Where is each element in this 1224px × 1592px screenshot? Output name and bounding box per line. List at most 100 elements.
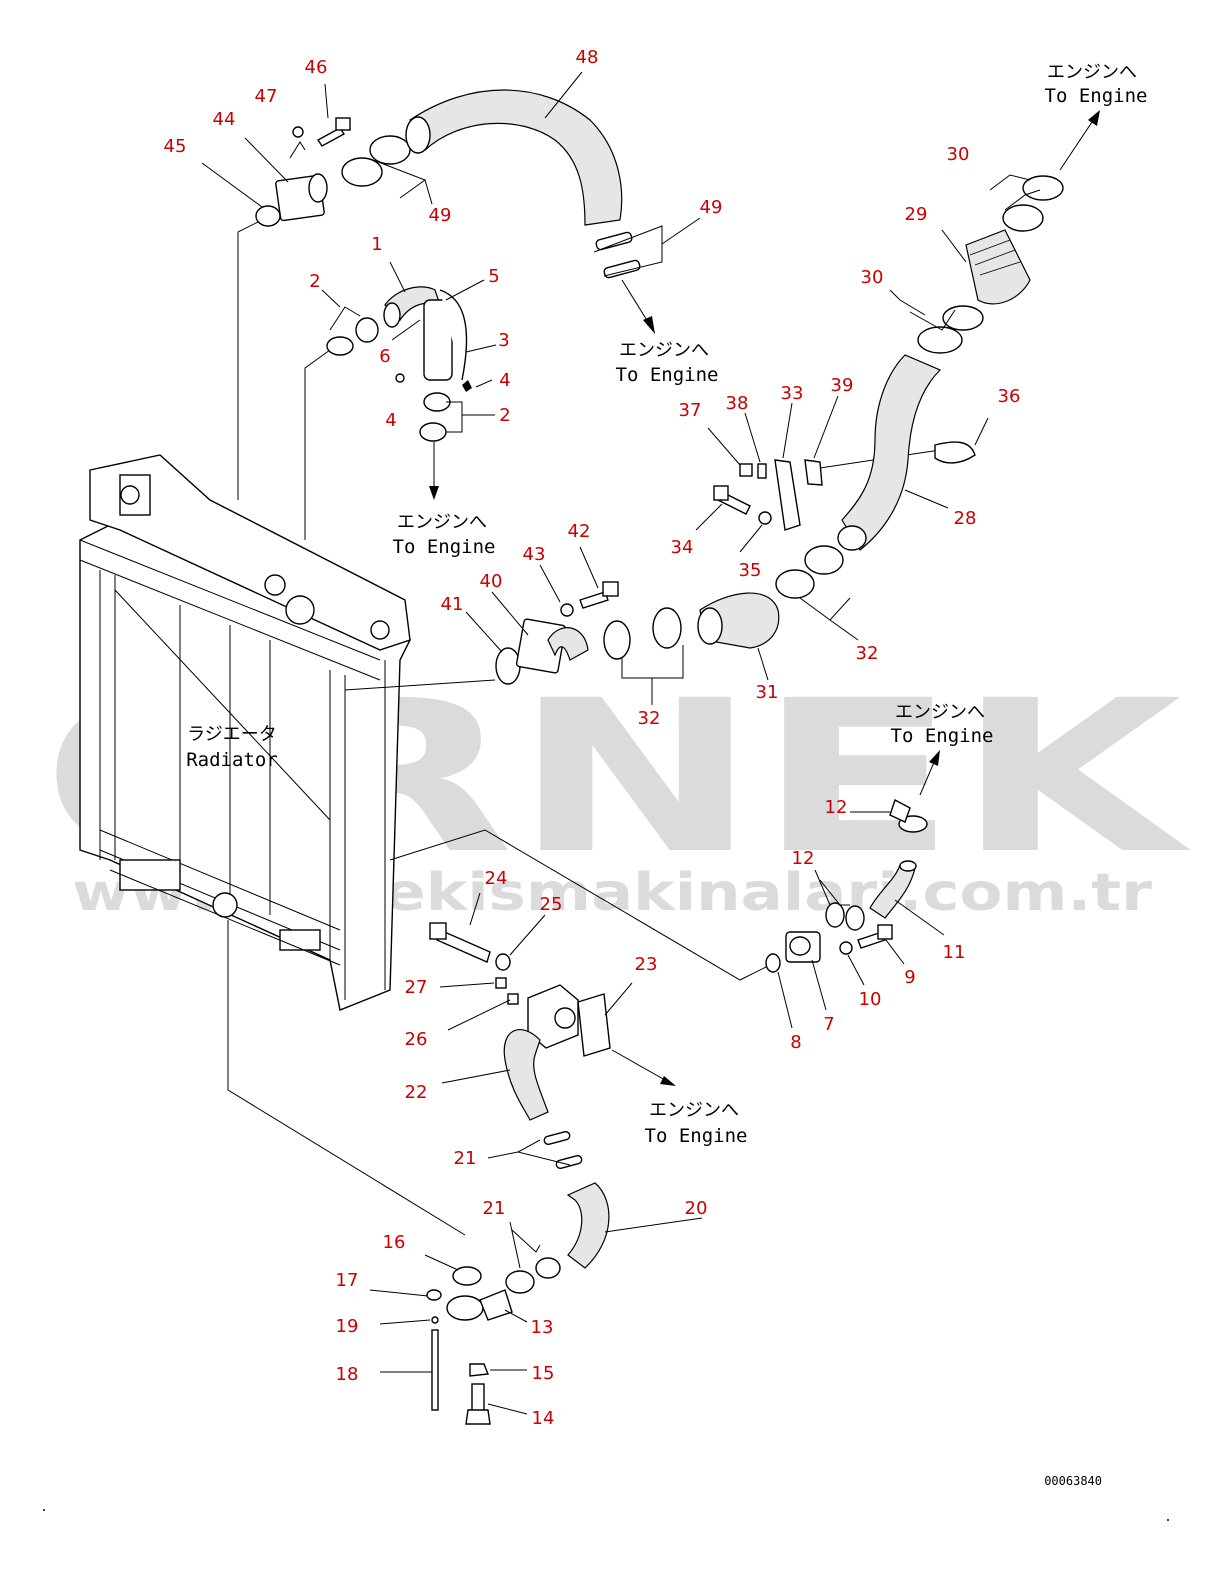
- part-22-pipe: [503, 1029, 549, 1121]
- to-engine-en: To Engine: [393, 536, 496, 558]
- part-32-clamp-a: [603, 620, 631, 660]
- to-engine-center: エンジンへ To Engine: [616, 340, 719, 386]
- callout-2: 2: [309, 271, 320, 292]
- callout-19: 19: [336, 1316, 359, 1337]
- to-engine-bottom: エンジンへ To Engine: [645, 1100, 748, 1147]
- callout-2: 2: [499, 405, 510, 426]
- leader-radiator-41: [344, 679, 496, 691]
- part-14-bolt: [471, 1383, 485, 1413]
- callout-30: 30: [947, 144, 970, 165]
- corner-dot: [43, 1509, 45, 1511]
- leader-radiator-16: [227, 920, 466, 1236]
- callout-29: 29: [905, 204, 928, 225]
- center-hose-group: [495, 545, 844, 685]
- part-21-clamp-a: [543, 1130, 571, 1146]
- part-49-clamp-a: [341, 157, 383, 187]
- callout-21: 21: [454, 1148, 477, 1169]
- part-33-bracket: [774, 459, 801, 531]
- part-48-hose: [409, 89, 623, 226]
- callout-13: 13: [531, 1317, 554, 1338]
- part-20-hose: [566, 1182, 610, 1269]
- part-21-clamp-b: [555, 1154, 583, 1170]
- radiator-label-jp: ラジエータ: [187, 724, 277, 745]
- to-engine-top-right: エンジンへ To Engine: [1045, 62, 1148, 107]
- part-27-plug: [495, 977, 507, 989]
- part-40-elbow: [547, 627, 589, 661]
- callout-23: 23: [635, 954, 658, 975]
- callout-48: 48: [576, 47, 599, 68]
- part-2-clamp-a: [326, 336, 354, 356]
- callout-46: 46: [305, 57, 328, 78]
- part-12-clamp-b: [825, 902, 845, 928]
- part-2-clamp-d: [419, 422, 447, 442]
- callout-39: 39: [831, 375, 854, 396]
- part-49-clamp-c: [595, 231, 633, 251]
- callout-9: 9: [904, 967, 915, 988]
- radiator-label-en: Radiator: [186, 749, 278, 771]
- callout-27: 27: [405, 977, 428, 998]
- to-engine-jp: エンジンへ: [895, 702, 985, 723]
- part-32-clamp-c: [775, 569, 815, 599]
- callout-21: 21: [483, 1198, 506, 1219]
- part-3-wire: [439, 289, 468, 381]
- callout-15: 15: [532, 1363, 555, 1384]
- to-engine-jp: エンジンへ: [397, 512, 487, 533]
- part-39-clip: [804, 459, 823, 486]
- callout-30: 30: [861, 267, 884, 288]
- callout-3: 3: [498, 330, 509, 351]
- to-engine-jp: エンジンへ: [1047, 62, 1137, 83]
- callout-49: 49: [429, 205, 452, 226]
- part-21-clamp-c: [505, 1270, 535, 1294]
- part-3-tube: [423, 299, 453, 381]
- callout-34: 34: [671, 537, 694, 558]
- callout-41: 41: [441, 594, 464, 615]
- part-43-washer: [560, 603, 574, 617]
- corner-dot: [1167, 1519, 1169, 1521]
- part-8-oring: [765, 953, 781, 973]
- upper-outlet-group: [255, 89, 641, 279]
- part-38-spacer: [757, 463, 767, 479]
- to-engine-en: To Engine: [645, 1125, 748, 1147]
- callout-47: 47: [255, 86, 278, 107]
- callout-43: 43: [523, 544, 546, 565]
- callout-33: 33: [781, 383, 804, 404]
- part-41-oring: [495, 647, 521, 685]
- part-26-plug: [507, 993, 519, 1005]
- part-30-clamp-d: [1022, 175, 1064, 201]
- callout-1: 1: [371, 234, 382, 255]
- part-32-clamp-d: [804, 545, 844, 575]
- callout-44: 44: [213, 109, 236, 130]
- callout-20: 20: [685, 1198, 708, 1219]
- callout-49: 49: [700, 197, 723, 218]
- part-45-oring: [255, 205, 281, 227]
- callout-7: 7: [823, 1014, 834, 1035]
- callout-45: 45: [164, 136, 187, 157]
- callout-14: 14: [532, 1408, 555, 1429]
- part-28-hose: [841, 354, 942, 551]
- part-23-gasket: [577, 993, 611, 1057]
- bracket-group: [713, 459, 823, 531]
- callout-5: 5: [488, 266, 499, 287]
- part-30-clamp-c: [1002, 204, 1044, 232]
- to-engine-en: To Engine: [891, 725, 994, 747]
- lower-drain-group: [426, 1130, 610, 1425]
- bypass-group: [326, 286, 472, 442]
- part-44-outlet: [308, 173, 328, 203]
- part-13-flange: [446, 1295, 484, 1321]
- callout-17: 17: [336, 1270, 359, 1291]
- callout-32: 32: [638, 708, 661, 729]
- part-10-washer: [839, 941, 853, 955]
- part-4-nut-b: [462, 380, 472, 392]
- callout-12: 12: [792, 848, 815, 869]
- callout-42: 42: [568, 521, 591, 542]
- callout-31: 31: [756, 682, 779, 703]
- callout-12: 12: [825, 797, 848, 818]
- to-engine-jp: エンジンへ: [649, 1100, 739, 1121]
- callout-35: 35: [739, 560, 762, 581]
- callout-6: 6: [379, 346, 390, 367]
- callout-22: 22: [405, 1082, 428, 1103]
- callout-32: 32: [856, 643, 879, 664]
- callout-4: 4: [499, 370, 510, 391]
- part-37-nut: [739, 463, 753, 477]
